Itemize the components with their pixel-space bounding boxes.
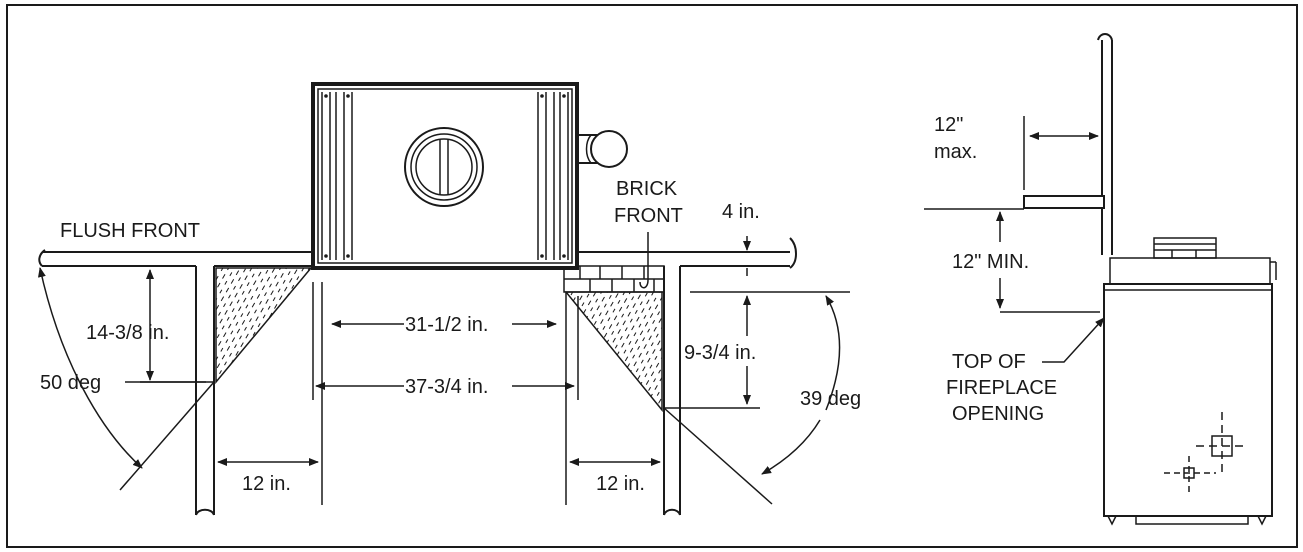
left-hearth-hatch	[215, 267, 313, 385]
brick-front-leader	[639, 232, 649, 289]
label-top-of-2: FIREPLACE	[946, 377, 1057, 399]
label-12in-right: 12 in.	[596, 473, 645, 495]
label-flush-front: FLUSH FRONT	[60, 220, 200, 242]
side-elevation	[924, 33, 1277, 526]
label-brick-front-1: BRICK	[616, 178, 678, 200]
label-top-of-1: TOP OF	[952, 351, 1026, 373]
label-9-3-4: 9-3/4 in.	[684, 342, 756, 364]
label-14-3-8: 14-3/8 in.	[86, 322, 169, 344]
wall-break-right	[789, 237, 797, 269]
label-12-max-2: max.	[934, 141, 977, 163]
plan-view	[38, 82, 850, 516]
angle-50-arc	[38, 267, 143, 469]
angle-39-line	[663, 407, 773, 505]
fireplace-insert	[311, 82, 579, 270]
label-top-of-3: OPENING	[952, 403, 1044, 425]
angle-39-arc-bottom	[761, 419, 821, 475]
label-12-max-1: 12"	[934, 114, 963, 136]
angle-50-line	[119, 381, 215, 491]
label-31-1-2: 31-1/2 in.	[405, 314, 488, 336]
angle-39-arc-top	[825, 295, 841, 411]
label-4in: 4 in.	[722, 201, 760, 223]
insert-side-view	[1103, 237, 1277, 526]
mantel-shelf	[1023, 195, 1105, 209]
left-pier-break	[195, 508, 215, 516]
label-12-min: 12" MIN.	[952, 251, 1029, 273]
label-12in-left: 12 in.	[242, 473, 291, 495]
outer-frame	[6, 4, 1298, 548]
label-50deg: 50 deg	[40, 372, 101, 394]
right-pier-break	[663, 508, 681, 516]
label-37-3-4: 37-3/4 in.	[405, 376, 488, 398]
label-39deg: 39 deg	[800, 388, 861, 410]
side-wall-break	[1097, 33, 1113, 41]
top-of-fireplace-leader	[1042, 317, 1105, 363]
label-brick-front-2: FRONT	[614, 205, 683, 227]
right-hearth-hatch	[564, 291, 663, 413]
blower-motor	[577, 130, 628, 168]
